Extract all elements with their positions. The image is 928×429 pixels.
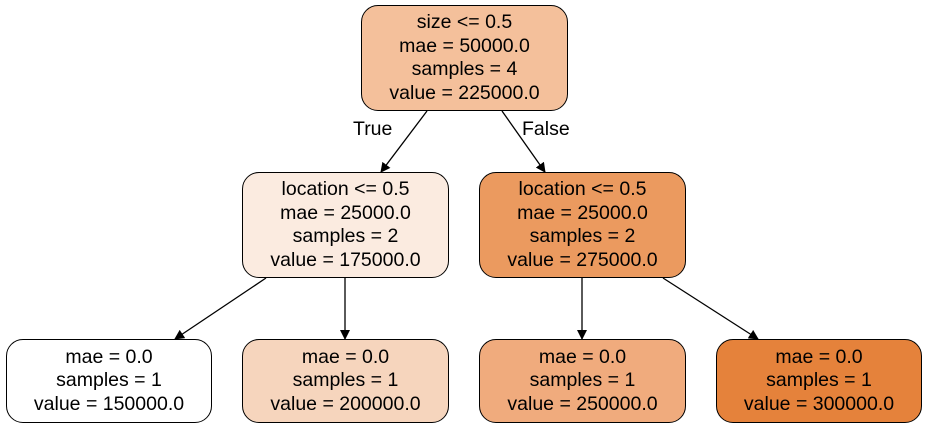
edge-label-false: False: [522, 118, 570, 140]
tree-node-left-left: mae = 0.0 samples = 1 value = 150000.0: [6, 339, 212, 423]
tree-node-root: size <= 0.5 mae = 50000.0 samples = 4 va…: [361, 5, 568, 111]
node-line: mae = 0.0: [301, 345, 390, 368]
edge-root-to-left: [380, 110, 428, 173]
node-line: mae = 0.0: [538, 345, 627, 368]
node-line: location <= 0.5: [281, 178, 410, 200]
edge-root-to-right: [501, 110, 546, 173]
node-line: value = 300000.0: [743, 392, 895, 415]
node-line: samples = 1: [292, 369, 399, 392]
node-line: samples = 1: [56, 369, 162, 392]
edge-right-to-right-right: [662, 277, 759, 340]
tree-node-right-right: mae = 0.0 samples = 1 value = 300000.0: [716, 339, 922, 423]
edge-left-to-left-left: [174, 277, 267, 340]
node-line: mae = 50000.0: [399, 34, 530, 57]
node-line: location <= 0.5: [518, 178, 647, 200]
node-line: mae = 25000.0: [517, 201, 648, 224]
node-line: samples = 1: [766, 369, 872, 392]
node-line: mae = 0.0: [775, 345, 863, 368]
node-line: samples = 2: [292, 225, 399, 247]
node-line: value = 150000.0: [33, 392, 185, 415]
tree-node-right-left: mae = 0.0 samples = 1 value = 250000.0: [479, 339, 686, 423]
edge-label-true: True: [353, 118, 393, 140]
node-line: value = 225000.0: [389, 81, 540, 104]
tree-node-right: location <= 0.5 mae = 25000.0 samples = …: [479, 172, 686, 278]
node-line: samples = 4: [411, 58, 518, 80]
node-line: mae = 25000.0: [280, 201, 411, 224]
node-line: mae = 0.0: [65, 345, 153, 368]
node-line: samples = 1: [529, 369, 636, 392]
node-line: value = 175000.0: [270, 248, 421, 271]
node-line: size <= 0.5: [416, 11, 513, 33]
node-line: samples = 2: [529, 225, 636, 247]
node-line: value = 200000.0: [270, 392, 421, 415]
tree-node-left-right: mae = 0.0 samples = 1 value = 200000.0: [242, 339, 449, 423]
node-line: value = 250000.0: [507, 392, 658, 415]
node-line: value = 275000.0: [507, 248, 658, 271]
tree-node-left: location <= 0.5 mae = 25000.0 samples = …: [242, 172, 449, 278]
